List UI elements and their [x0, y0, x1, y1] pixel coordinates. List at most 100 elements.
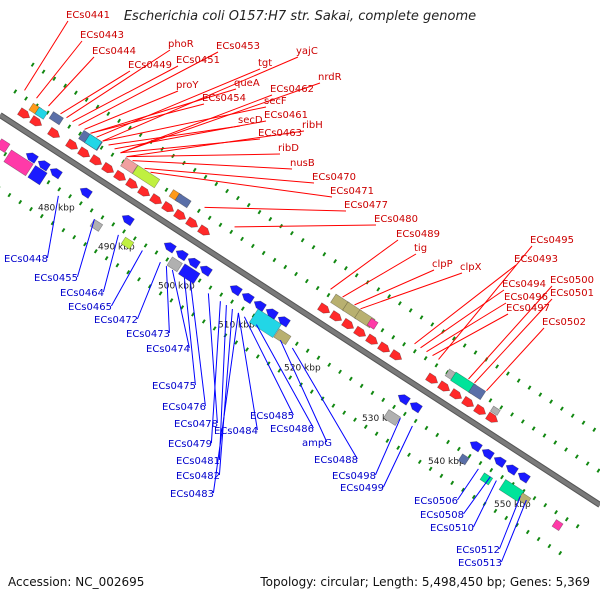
track-dot: [374, 431, 379, 436]
forward-gene: [29, 115, 43, 127]
track-dot: [84, 97, 89, 103]
gene-label-bottom: ECs0506: [414, 496, 458, 507]
track-dot: [3, 151, 8, 157]
track-dot: [305, 348, 310, 353]
label-leader: [218, 305, 227, 461]
label-leader: [120, 138, 261, 154]
colored-gene-block: [468, 383, 487, 401]
label-leader: [90, 88, 237, 134]
gene-label-bottom: ECs0484: [214, 426, 258, 437]
gene-label-top: ECs0502: [542, 317, 586, 328]
forward-gene: [65, 138, 79, 150]
label-leader: [102, 106, 267, 142]
gene-label-top: ECs0489: [396, 229, 440, 240]
track-dot: [203, 174, 208, 180]
track-dot: [564, 517, 569, 522]
track-dot: [289, 230, 294, 236]
track-dot: [342, 410, 347, 415]
genome-backbone: [0, 112, 600, 508]
reverse-gene: [79, 187, 93, 199]
gene-label-top: secF: [264, 96, 287, 107]
reverse-gene: [409, 402, 423, 414]
track-dot: [504, 515, 509, 521]
track-dot: [326, 292, 331, 298]
label-leader: [144, 167, 315, 184]
track-dot: [499, 405, 504, 410]
gene-label-bottom: ECs0481: [176, 456, 220, 467]
forward-gene: [197, 224, 211, 236]
forward-gene: [377, 341, 391, 353]
track-dot: [461, 487, 465, 493]
track-dot: [462, 343, 467, 348]
gene-label-bottom: ECs0513: [458, 558, 502, 569]
label-leader: [432, 313, 509, 357]
track-dot: [391, 335, 396, 340]
colored-gene-block: [498, 479, 525, 502]
track-dot: [363, 424, 368, 429]
label-leader: [132, 160, 293, 170]
track-dot: [115, 263, 120, 268]
track-dot: [268, 216, 273, 222]
track-dot: [322, 252, 327, 257]
gene-label-bottom: ECs0498: [332, 471, 376, 482]
track-dot: [126, 270, 131, 275]
forward-gene: [461, 395, 475, 408]
accession-text: Accession: NC_002695: [8, 575, 145, 589]
label-leader: [237, 312, 258, 431]
forward-gene: [353, 325, 367, 337]
track-dot: [240, 236, 244, 242]
colored-gene-block: [383, 409, 402, 426]
track-dot: [99, 145, 104, 150]
forward-gene: [101, 161, 115, 174]
gene-label-bottom: ECs0472: [94, 315, 138, 326]
track-dot: [201, 319, 206, 324]
track-dot: [0, 185, 1, 191]
track-dot: [158, 291, 163, 296]
track-dot: [581, 420, 586, 425]
label-leader: [84, 90, 179, 130]
gene-label-top: ECs0462: [270, 84, 314, 95]
track-dot: [165, 257, 170, 262]
bottom-gene-labels: ECs0448ECs0455ECs0464ECs0465ECs0472ECs04…: [4, 195, 527, 569]
track-dot: [255, 354, 260, 359]
track-dot: [169, 298, 174, 303]
label-leader: [474, 298, 553, 384]
track-dot: [428, 466, 433, 472]
gene-label-top: ECs0471: [330, 186, 374, 197]
gene-label-top: nrdR: [318, 72, 342, 83]
track-dot: [338, 369, 342, 375]
track-dot: [354, 273, 359, 278]
gene-label-bottom: ECs0488: [314, 455, 358, 466]
label-leader: [207, 293, 218, 424]
colored-gene-block: [34, 106, 49, 120]
track-dot: [229, 229, 234, 235]
track-dot: [331, 403, 336, 408]
forward-gene: [473, 403, 487, 415]
track-dot: [574, 454, 579, 459]
track-dot: [316, 355, 321, 360]
track-dot: [495, 364, 500, 369]
colored-gene-block: [166, 256, 183, 273]
track-dot: [61, 227, 66, 233]
track-dot: [192, 167, 197, 173]
track-dot: [89, 208, 94, 213]
forward-gene: [125, 177, 139, 189]
gene-label-top: ECs0451: [176, 55, 220, 66]
track-dot: [538, 392, 543, 397]
colored-gene-block: [174, 193, 192, 209]
track-dot: [300, 237, 305, 243]
track-dot: [419, 315, 424, 320]
gene-label-bottom: ECs0473: [126, 329, 170, 340]
forward-gene: [161, 200, 175, 213]
track-dot: [456, 446, 461, 452]
track-dot: [143, 243, 148, 248]
track-dot: [52, 76, 57, 81]
track-dot: [392, 404, 396, 410]
reverse-gene: [469, 441, 483, 453]
track-dot: [93, 249, 98, 254]
label-leader: [279, 339, 328, 443]
label-leader: [60, 70, 131, 115]
track-dot: [24, 96, 28, 101]
colored-gene-block: [0, 138, 11, 153]
